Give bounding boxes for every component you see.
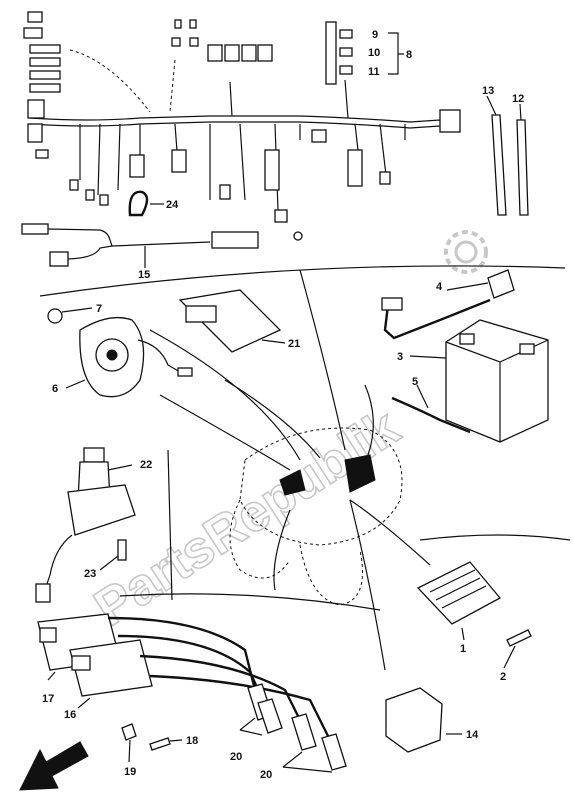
callout-23: 23 — [84, 568, 96, 580]
motorcycle-location-sketch — [149, 269, 431, 671]
callout-4: 4 — [436, 281, 443, 293]
part-6-horn — [65, 316, 193, 398]
callout-18: 18 — [186, 735, 198, 747]
callout-17: 17 — [42, 693, 54, 705]
callout-22: 22 — [140, 459, 152, 471]
callout-9: 9 — [372, 29, 378, 41]
section-divider — [39, 265, 566, 297]
part-19-bracket — [121, 723, 137, 763]
bracket-8 — [388, 32, 404, 75]
watermark: PartsRepublik — [84, 398, 411, 639]
part-18-bolt — [149, 737, 183, 751]
part-14-relay — [385, 687, 462, 753]
part-16-ignition-coil — [69, 639, 153, 709]
part-4-battery-cable — [381, 269, 515, 340]
callout-3: 3 — [397, 351, 403, 363]
divider-left — [167, 449, 173, 601]
divider-right — [419, 534, 571, 541]
callout-6: 6 — [52, 383, 58, 395]
part-15-sub-harness — [21, 223, 259, 268]
callout-24: 24 — [166, 199, 179, 211]
callout-2: 2 — [500, 671, 506, 683]
part-23-bolt — [99, 539, 127, 571]
part-13-strap — [486, 95, 507, 216]
callout-20-upper: 20 — [230, 751, 242, 763]
callout-12: 12 — [512, 93, 524, 105]
part-7-nut — [47, 307, 93, 324]
callout-7: 7 — [96, 303, 102, 315]
callout-10: 10 — [368, 47, 380, 59]
callout-19: 19 — [124, 766, 136, 778]
callout-1: 1 — [460, 643, 466, 655]
callout-14: 14 — [466, 729, 479, 741]
part-12-strap — [516, 103, 529, 216]
callout-15: 15 — [138, 269, 150, 281]
part-24-cable-clamp — [128, 190, 164, 217]
part-21-ignitor-unit — [178, 289, 286, 353]
divider-bottom — [119, 593, 381, 611]
part-5-battery-lead — [391, 384, 471, 434]
part-20-spark-plug-leads — [107, 616, 347, 773]
part-1-rectifier-regulator — [416, 561, 502, 641]
callout-16: 16 — [64, 709, 76, 721]
callout-8: 8 — [406, 49, 412, 61]
callout-5: 5 — [412, 376, 418, 388]
watermark-text: PartsRepublik — [85, 398, 410, 637]
part-2-bolt — [503, 629, 532, 669]
gear-watermark-icon — [444, 230, 488, 274]
callout-13: 13 — [482, 85, 494, 97]
wire-harness — [23, 11, 461, 241]
part-3-battery — [409, 319, 549, 443]
part-22-main-switch — [35, 447, 136, 603]
front-direction-arrow-icon — [19, 741, 89, 791]
callout-20-lower: 20 — [260, 769, 272, 781]
callout-11: 11 — [368, 66, 380, 78]
callout-21: 21 — [288, 338, 300, 350]
